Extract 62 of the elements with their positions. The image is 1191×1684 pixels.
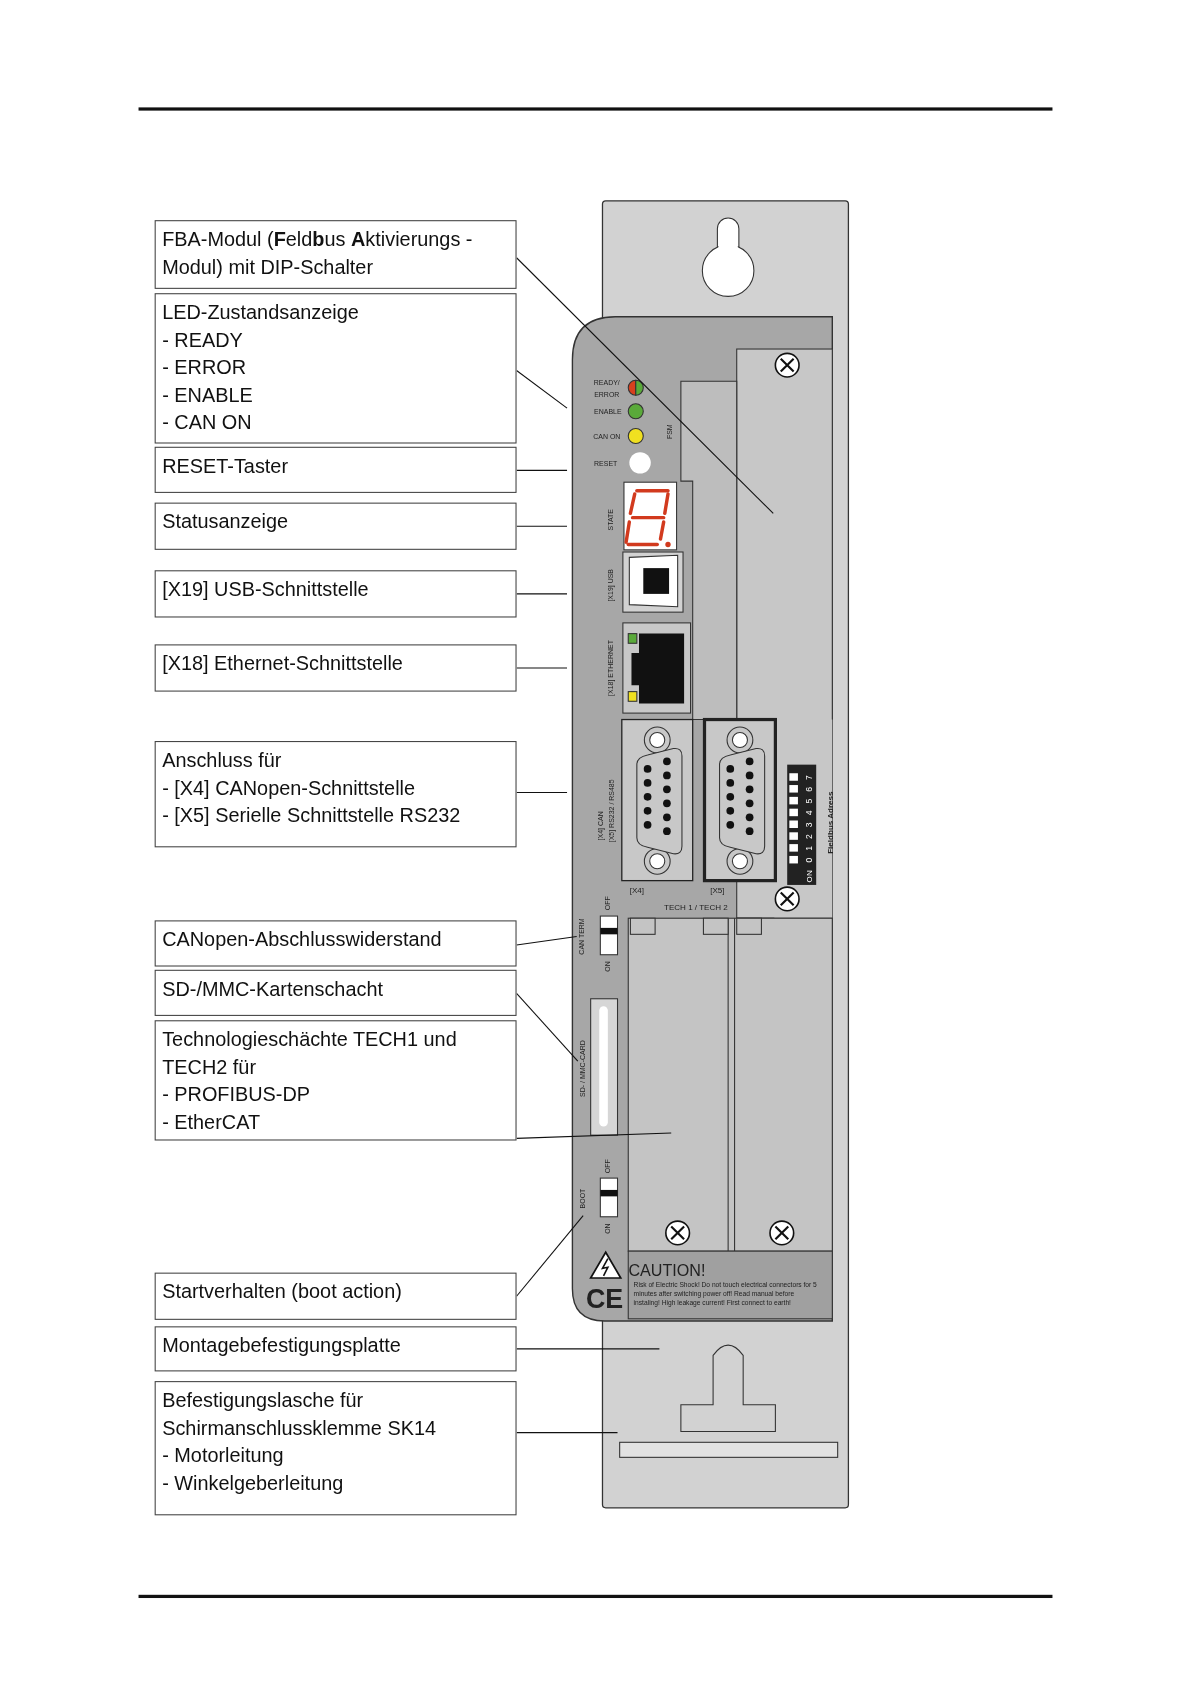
- callout-text: RESET-Taster: [162, 453, 290, 479]
- device-label: ON: [805, 870, 814, 883]
- callout-text: [X18] Ethernet-Schnittstelle: [162, 650, 404, 677]
- device-label: 1: [805, 846, 815, 851]
- callout-box: [154, 1020, 517, 1141]
- device-label: CE: [586, 1284, 624, 1312]
- callout-box: [154, 969, 517, 1016]
- device-label: CAUTION!: [628, 1262, 706, 1279]
- callout-text: Befestigungslasche für Schirmanschlussklemme SK14: [162, 1387, 437, 1441]
- callout-text: - [X4] CANopen-Schnittstelle: [162, 774, 417, 801]
- callout-box: [154, 570, 517, 618]
- leader-line: [516, 667, 568, 669]
- callout-text: - Motorleitung: [162, 1442, 285, 1468]
- callout-text: FBA-Modul (Feldbus Aktivierungs - Modul) mit DIP-Schalter: [162, 226, 474, 280]
- callout-text: Technologieschächte TECH1 und TECH2 für: [162, 1026, 458, 1080]
- callout-box: [154, 1326, 517, 1372]
- leader-line: [516, 369, 568, 409]
- callout-text: Startverhalten (boot action): [162, 1279, 403, 1305]
- callout-box: [154, 446, 517, 493]
- leader-line: [516, 1348, 660, 1350]
- callout-text: - Winkelgeberleitung: [162, 1469, 345, 1496]
- leader-line: [516, 469, 568, 471]
- callout-text: - ENABLE: [162, 381, 254, 408]
- device-label: 0: [805, 857, 815, 863]
- leader-line: [516, 992, 579, 1062]
- callout-box: [154, 502, 517, 550]
- device-label: 2: [805, 834, 815, 839]
- callout-text: Anschluss für: [162, 747, 283, 774]
- callout-text: CANopen-Abschlusswiderstand: [162, 926, 443, 953]
- leader-line: [516, 792, 568, 794]
- device-label: 6: [805, 786, 815, 792]
- callout-box: [154, 644, 517, 692]
- leader-line: [516, 593, 568, 595]
- device-label: 3: [805, 822, 815, 828]
- callout-text: - [X5] Serielle Schnittstelle RS232: [162, 802, 462, 828]
- callout-text: - PROFIBUS-DP: [162, 1081, 312, 1108]
- leader-line: [516, 1132, 672, 1139]
- callout-text: - READY: [162, 327, 244, 353]
- leader-line: [516, 1432, 619, 1434]
- callout-text: [X19] USB-Schnittstelle: [162, 576, 370, 603]
- callout-text: LED-Zustandsanzeige: [162, 299, 360, 326]
- leader-line: [516, 525, 568, 527]
- device-label: 4: [805, 810, 815, 816]
- callout-box: [154, 1381, 517, 1516]
- callout-text: - ERROR: [162, 354, 248, 381]
- callout-text: Montagebefestigungsplatte: [162, 1332, 402, 1359]
- callout-text: - EtherCAT: [162, 1108, 262, 1135]
- device-label: Fieldbus Adress: [826, 791, 835, 854]
- callout-box: [154, 293, 517, 444]
- device-label: 5: [805, 798, 815, 804]
- callout-box: [154, 741, 517, 848]
- callout-box: [154, 220, 517, 289]
- device-label: TECH 1 / TECH 2: [664, 903, 728, 912]
- callout-box: [154, 1272, 517, 1320]
- device-label: 7: [805, 775, 815, 780]
- callout-text: - CAN ON: [162, 409, 253, 435]
- leader-line: [516, 257, 774, 514]
- callout-box: [154, 920, 517, 967]
- callout-text: Statusanzeige: [162, 509, 290, 535]
- device-label: [X4]: [629, 886, 644, 895]
- device-label: [X5]: [710, 886, 725, 895]
- callout-text: SD-/MMC-Kartenschacht: [162, 976, 384, 1002]
